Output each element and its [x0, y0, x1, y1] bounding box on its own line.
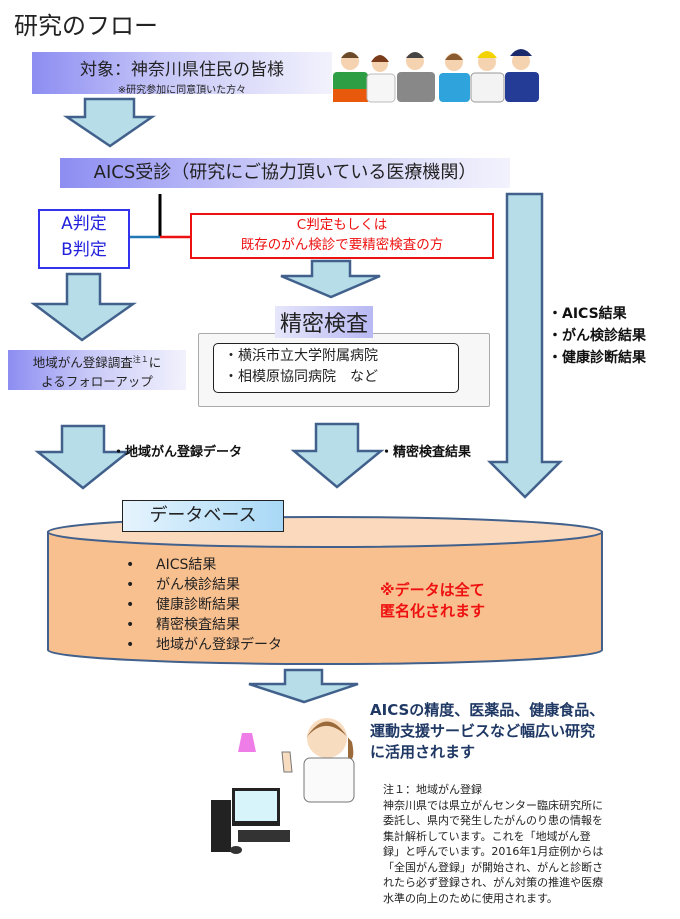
right-flow-item: ・がん検診結果: [548, 328, 646, 344]
hospital-item: ・横浜市立大学附属病院: [224, 348, 378, 364]
footnote-line: 神奈川県では県立がんセンター臨床研究所に: [383, 798, 603, 812]
footnote-heading: 注１：地域がん登録: [383, 783, 482, 796]
researcher-illustration: [211, 718, 355, 854]
arrow-down-icon: [34, 424, 132, 490]
research-use-line: 運動支援サービスなど幅広い研究: [370, 722, 596, 740]
detailed-exam-title: 精密検査: [275, 306, 374, 338]
footnote: 注１：地域がん登録 神奈川県では県立がんセンター臨床研究所に 委託し、県内で発生…: [383, 782, 673, 906]
judgement-b-label: B判定: [61, 240, 107, 260]
research-use-line: AICSの精度、医薬品、健康食品、: [370, 701, 605, 719]
right-flow-item: ・健康診断結果: [548, 350, 646, 366]
anonymization-note-line2: 匿名化されます: [380, 602, 486, 620]
exam-result-label: ・精密検査結果: [380, 445, 472, 460]
footnote-line: れたら必ず登録され、がん対策の推進や医療: [383, 876, 604, 889]
judgement-c-box: C判定もしくは 既存のがん検診で要精密検査の方: [190, 213, 494, 259]
arrow-down-icon: [248, 668, 359, 704]
aics-visit-box: AICS受診（研究にご協力頂いている医療機関）: [60, 158, 510, 188]
hospital-item: ・相模原協同病院 など: [224, 369, 378, 385]
right-flow-item: ・AICS結果: [548, 306, 627, 322]
judgement-c-line2: 既存のがん検診で要精密検査の方: [240, 237, 444, 253]
anonymization-note-line1: ※データは全て: [380, 581, 485, 599]
footnote-line: 委託し、県内で発生したがんのり患の情報を: [383, 814, 603, 827]
followup-line1-suffix: に: [148, 355, 162, 371]
residents-illustration: [333, 49, 539, 103]
research-use-line: に活用されます: [370, 743, 476, 761]
footnote-line: 録」と呼んでいます。2016年1月症例からは: [383, 845, 604, 858]
judgement-c-line1: C判定もしくは: [296, 217, 388, 233]
followup-line2: よるフォローアップ: [41, 374, 153, 390]
followup-box: 地域がん登録調査注１に よるフォローアップ: [8, 350, 186, 390]
database-item: •AICS結果: [126, 557, 217, 573]
target-population-label: 対象：神奈川県住民の皆様: [80, 60, 284, 80]
arrow-down-long-icon: [486, 192, 564, 499]
arrow-down-icon: [62, 97, 157, 148]
arrow-down-icon: [30, 272, 137, 342]
footnote-line: 水準の向上のために使用されます。: [383, 891, 558, 905]
database-item: •地域がん登録データ: [126, 637, 282, 653]
database-label: データベース: [122, 500, 284, 532]
consent-note: ※研究参加に同意頂いた方々: [117, 85, 247, 96]
judgement-a-label: A判定: [61, 214, 107, 234]
footnote-line: 「全国がん登録」が開始され、がんと診断さ: [383, 860, 604, 874]
footnote-ref: 注１: [132, 355, 149, 364]
arrow-down-icon: [290, 422, 385, 489]
followup-line1: 地域がん登録調査: [32, 355, 133, 371]
target-population-box: 対象：神奈川県住民の皆様 ※研究参加に同意頂いた方々: [32, 52, 332, 96]
footnote-line: 集計解析しています。これを「地域がん登: [383, 829, 591, 843]
database-item-list: •AICS結果 •がん検診結果 •健康診断結果 •精密検査結果 •地域がん登録デ…: [126, 555, 282, 655]
arrow-down-icon: [280, 259, 381, 299]
right-flow-data-list: ・AICS結果 ・がん検診結果 ・健康診断結果: [548, 303, 646, 369]
page-title: 研究のフロー: [14, 12, 158, 40]
anonymization-note: ※データは全て 匿名化されます: [380, 580, 485, 622]
database-item: •がん検診結果: [126, 577, 240, 593]
judgement-ab-box: A判定 B判定: [38, 209, 130, 269]
regional-data-label: ・地域がん登録データ: [112, 445, 243, 460]
database-item: •健康診断結果: [126, 597, 240, 613]
hospital-list: ・横浜市立大学附属病院 ・相模原協同病院 など: [213, 343, 459, 393]
database-item: •精密検査結果: [126, 617, 240, 633]
research-use-text: AICSの精度、医薬品、健康食品、 運動支援サービスなど幅広い研究 に活用されま…: [370, 700, 604, 763]
